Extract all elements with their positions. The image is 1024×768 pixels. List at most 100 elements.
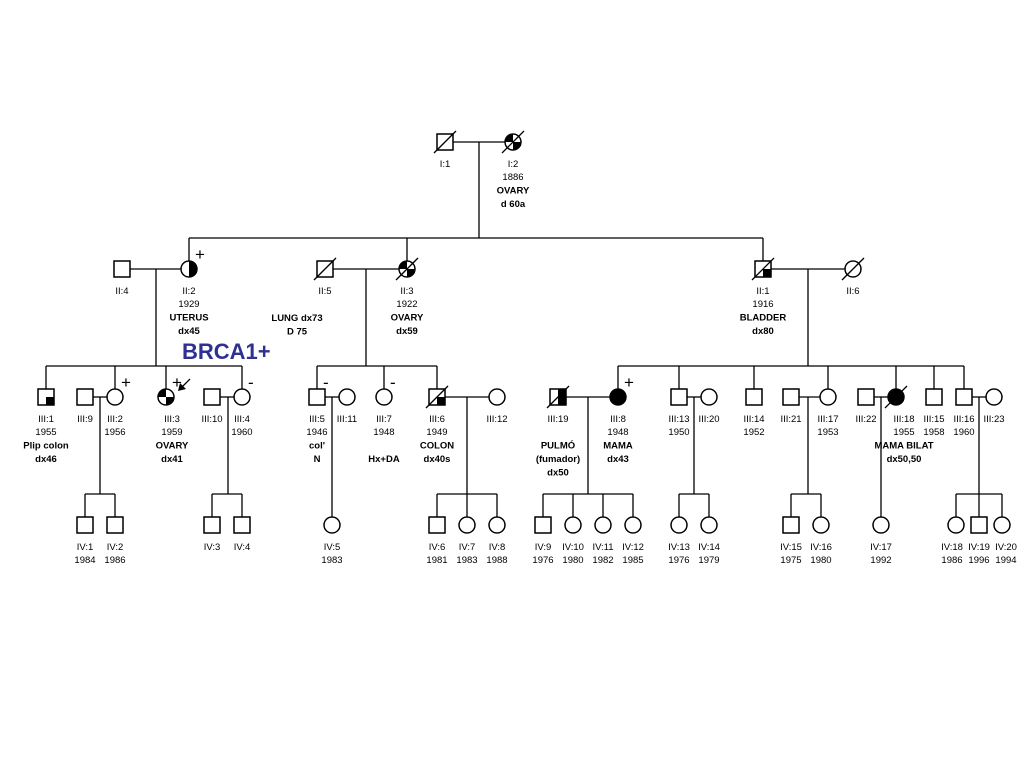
birth-year: 1983 bbox=[321, 555, 342, 566]
diagnosis-text: N bbox=[314, 454, 321, 465]
affected-fill bbox=[437, 397, 445, 405]
carrier-marker: + bbox=[195, 245, 205, 264]
affected-fill bbox=[189, 261, 197, 277]
sibship-line-IV-d bbox=[542, 397, 634, 517]
individual-id: IV:12 bbox=[622, 542, 644, 553]
individual-id: II:3 bbox=[400, 286, 413, 297]
affected-fill bbox=[46, 397, 54, 405]
symbol-outline bbox=[609, 388, 627, 406]
male-symbol bbox=[670, 388, 688, 406]
individual-iii-23: III:23 bbox=[983, 388, 1005, 425]
birth-year: 1996 bbox=[968, 555, 989, 566]
symbol-outline bbox=[564, 516, 582, 534]
affected-fill bbox=[558, 389, 566, 405]
diagnosis-text: dx59 bbox=[396, 326, 418, 337]
symbol-outline bbox=[233, 388, 251, 406]
symbol-outline bbox=[594, 516, 612, 534]
male-symbol bbox=[955, 388, 973, 406]
individual-id: IV:13 bbox=[668, 542, 690, 553]
diagnosis-text: PULMÓ bbox=[541, 440, 575, 452]
male-symbol bbox=[113, 260, 131, 278]
individual-id: IV:9 bbox=[535, 542, 552, 553]
birth-year: 1948 bbox=[373, 427, 394, 438]
individual-id: IV:4 bbox=[234, 542, 251, 553]
birth-year: 1953 bbox=[817, 427, 838, 438]
birth-year: 1992 bbox=[870, 555, 891, 566]
sibship-line-III-b bbox=[316, 269, 438, 389]
diagnosis-text: OVARY bbox=[497, 186, 530, 197]
birth-year: 1952 bbox=[743, 427, 764, 438]
symbol-outline bbox=[754, 260, 772, 278]
symbol-outline bbox=[534, 516, 552, 534]
symbol-outline bbox=[812, 516, 830, 534]
individual-id: III:22 bbox=[855, 414, 876, 425]
individual-id: III:23 bbox=[983, 414, 1004, 425]
symbol-outline bbox=[624, 516, 642, 534]
carrier-marker: + bbox=[172, 373, 182, 392]
carrier-marker: + bbox=[121, 373, 131, 392]
sibship-line-IV-a bbox=[84, 397, 116, 517]
birth-year: 1975 bbox=[780, 555, 801, 566]
individual-id: III:17 bbox=[817, 414, 838, 425]
diagnosis-text: UTERUS bbox=[169, 313, 208, 324]
symbol-outline bbox=[203, 388, 221, 406]
individual-i-1: I:1 bbox=[433, 130, 457, 170]
individual-id: III:3 bbox=[164, 414, 180, 425]
symbol-outline bbox=[398, 260, 416, 278]
individual-id: III:10 bbox=[201, 414, 222, 425]
symbol-outline bbox=[872, 516, 890, 534]
symbol-outline bbox=[375, 388, 393, 406]
individual-id: III:16 bbox=[953, 414, 974, 425]
diagnosis-text: (fumador) bbox=[536, 454, 580, 465]
individual-id: III:6 bbox=[429, 414, 445, 425]
individual-id: IV:19 bbox=[968, 542, 990, 553]
birth-year: 1982 bbox=[592, 555, 613, 566]
individual-id: IV:20 bbox=[995, 542, 1017, 553]
symbol-outline bbox=[844, 260, 862, 278]
sibship-line-IV-b bbox=[211, 397, 243, 517]
diagnosis-text: BLADDER bbox=[740, 313, 787, 324]
individual-id: IV:7 bbox=[459, 542, 476, 553]
deceased-slash bbox=[433, 130, 457, 154]
symbol-outline bbox=[37, 388, 55, 406]
affected-fill bbox=[610, 389, 626, 405]
diagnosis-text: OVARY bbox=[391, 313, 424, 324]
individual-id: IV:6 bbox=[429, 542, 446, 553]
carrier-marker: - bbox=[323, 373, 329, 392]
deceased-slash bbox=[546, 385, 570, 409]
brca1-annotation: BRCA1+ bbox=[182, 339, 271, 364]
individual-id: I:2 bbox=[508, 159, 519, 170]
sibship-line-III-c bbox=[617, 269, 965, 389]
birth-year: 1950 bbox=[668, 427, 689, 438]
male-symbol bbox=[106, 516, 124, 534]
individual-ii-4: II:4 bbox=[113, 260, 131, 297]
birth-year: 1922 bbox=[396, 299, 417, 310]
symbol-outline bbox=[488, 516, 506, 534]
carrier-marker: - bbox=[248, 373, 254, 392]
individual-id: IV:3 bbox=[204, 542, 221, 553]
individual-id: II:5 bbox=[318, 286, 331, 297]
birth-year: 1955 bbox=[893, 427, 914, 438]
symbol-outline bbox=[308, 388, 326, 406]
individual-ii-6: II:6 bbox=[841, 257, 865, 297]
diagnosis-text: dx41 bbox=[161, 454, 183, 465]
diagnosis-text: dx46 bbox=[35, 454, 57, 465]
individual-id: IV:8 bbox=[489, 542, 506, 553]
carrier-marker: - bbox=[390, 373, 396, 392]
individual-id: III:19 bbox=[547, 414, 568, 425]
sibship-line-IV-g bbox=[955, 397, 1003, 517]
